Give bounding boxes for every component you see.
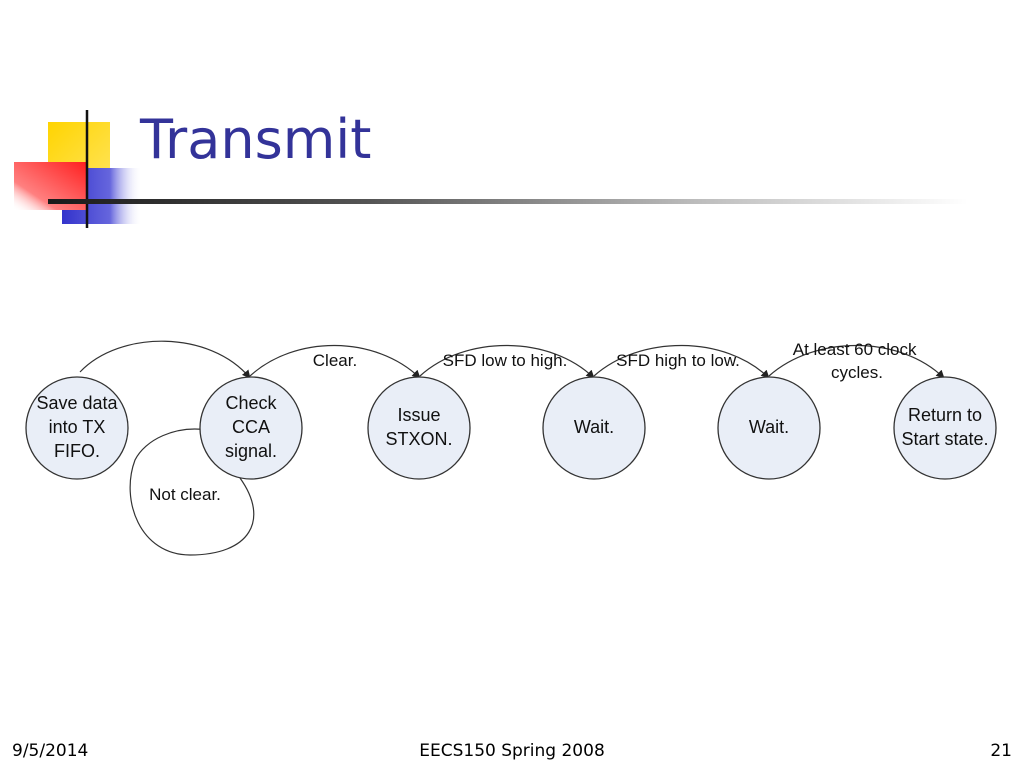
state-check-cca: Check CCA signal. [199, 376, 303, 480]
edge-wait2-to-return [768, 344, 945, 379]
edge-wait1-to-wait2 [593, 344, 770, 379]
edge-check-self-loop [129, 424, 255, 556]
edge-label-sfd-high-low: SFD high to low. [616, 351, 740, 370]
state-issue-stxon-line2: STXON. [385, 429, 452, 449]
footer-course: EECS150 Spring 2008 [419, 741, 605, 761]
state-issue-stxon-line1: Issue [397, 405, 440, 425]
edge-label-60-clock-cycles-line1: At least 60 clock [793, 340, 917, 359]
footer-page-number: 21 [990, 741, 1012, 761]
edge-check-to-issue [249, 344, 421, 379]
state-return-to-start: Return to Start state. [893, 376, 997, 480]
footer-date: 9/5/2014 [12, 741, 89, 761]
state-issue-stxon: Issue STXON. [367, 376, 471, 480]
state-wait-2-label: Wait. [749, 417, 789, 437]
state-check-cca-line1: Check [225, 393, 277, 413]
state-return-line1: Return to [908, 405, 982, 425]
state-wait-1: Wait. [542, 376, 646, 480]
title-underline [48, 199, 968, 204]
state-return-line2: Start state. [901, 429, 988, 449]
state-save-data-line3: FIFO. [54, 441, 100, 461]
state-wait-2: Wait. [717, 376, 821, 480]
state-save-data-line1: Save data [36, 393, 118, 413]
slide-title: Transmit [140, 108, 372, 171]
edge-issue-to-wait1 [419, 344, 595, 379]
slide-corner-decoration [14, 110, 142, 228]
state-wait-1-label: Wait. [574, 417, 614, 437]
state-save-data: Save data into TX FIFO. [25, 376, 129, 480]
edge-label-60-clock-cycles-line2: cycles. [831, 363, 883, 382]
state-check-cca-line3: signal. [225, 441, 277, 461]
state-save-data-line2: into TX [49, 417, 106, 437]
edge-save-to-check [79, 340, 251, 379]
state-check-cca-line2: CCA [232, 417, 270, 437]
edge-label-sfd-low-high: SFD low to high. [443, 351, 568, 370]
edge-label-60-clock-cycles: At least 60 clock cycles. [793, 340, 922, 382]
edge-label-clear: Clear. [313, 351, 357, 370]
edge-label-not-clear: Not clear. [149, 485, 221, 504]
